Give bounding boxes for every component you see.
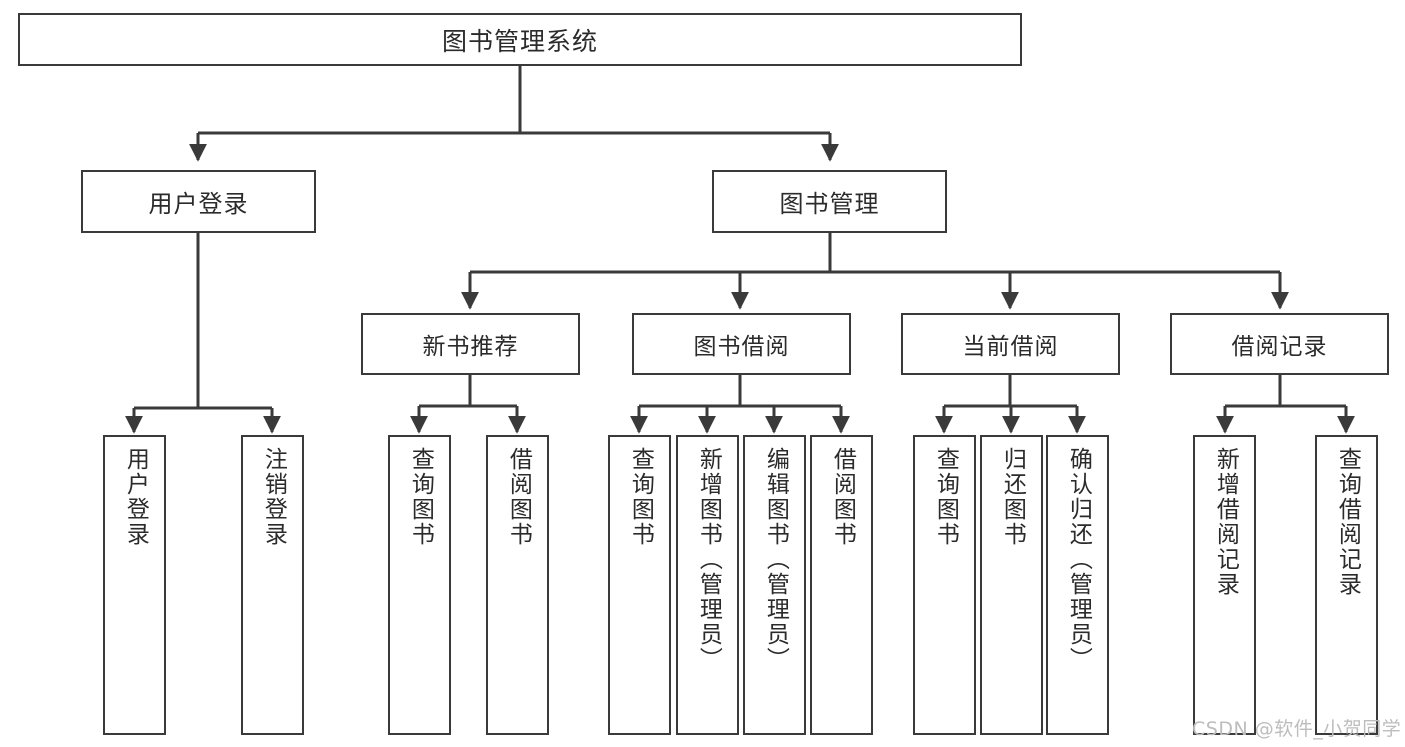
node-new-book-recommend[interactable]: 新书推荐: [361, 313, 580, 375]
node-current-borrow[interactable]: 当前借阅: [901, 313, 1120, 375]
leaf-borrow-book-label: 借阅图书: [829, 447, 856, 547]
node-user-login[interactable]: 用户登录: [81, 170, 316, 233]
leaf-query-borrow-record-label: 查询借阅记录: [1334, 447, 1361, 597]
leaf-edit-book-admin[interactable]: 编辑图书（管理员）: [743, 435, 806, 735]
leaf-return-book[interactable]: 归还图书: [980, 435, 1043, 735]
node-user-login-label: 用户登录: [148, 190, 249, 218]
node-root-label: 图书管理系统: [441, 26, 598, 56]
node-current-borrow-label: 当前借阅: [962, 334, 1059, 360]
leaf-edit-book-admin-label: 编辑图书（管理员）: [762, 447, 789, 672]
leaf-add-book-admin-label: 新增图书（管理员）: [695, 447, 722, 672]
leaf-add-borrow-record-label: 新增借阅记录: [1212, 447, 1239, 597]
node-new-book-recommend-label: 新书推荐: [422, 334, 519, 360]
node-borrow-record-label: 借阅记录: [1231, 334, 1328, 360]
leaf-query-book-borrow-label: 查询图书: [627, 447, 654, 547]
leaf-borrow-book[interactable]: 借阅图书: [810, 435, 873, 735]
node-book-management-label: 图书管理: [779, 190, 880, 218]
leaf-query-book-current-label: 查询图书: [932, 447, 959, 547]
leaf-borrow-book-recommend[interactable]: 借阅图书: [486, 435, 549, 735]
leaf-borrow-book-recommend-label: 借阅图书: [505, 447, 532, 547]
leaf-query-book-current[interactable]: 查询图书: [913, 435, 976, 735]
node-book-borrow-label: 图书借阅: [693, 334, 790, 360]
node-book-borrow[interactable]: 图书借阅: [632, 313, 851, 375]
leaf-query-book-recommend-label: 查询图书: [407, 447, 434, 547]
leaf-query-book-borrow[interactable]: 查询图书: [608, 435, 671, 735]
leaf-return-book-label: 归还图书: [999, 447, 1026, 547]
node-borrow-record[interactable]: 借阅记录: [1170, 313, 1389, 375]
leaf-query-borrow-record[interactable]: 查询借阅记录: [1315, 435, 1378, 735]
node-book-management[interactable]: 图书管理: [712, 170, 947, 233]
leaf-logout[interactable]: 注销登录: [241, 435, 304, 735]
leaf-confirm-return-admin-label: 确认归还（管理员）: [1065, 447, 1092, 672]
leaf-logout-label: 注销登录: [260, 447, 287, 547]
leaf-add-book-admin[interactable]: 新增图书（管理员）: [676, 435, 739, 735]
leaf-user-login[interactable]: 用户登录: [103, 435, 166, 735]
leaf-user-login-label: 用户登录: [122, 447, 149, 547]
leaf-query-book-recommend[interactable]: 查询图书: [388, 435, 451, 735]
leaf-confirm-return-admin[interactable]: 确认归还（管理员）: [1046, 435, 1109, 735]
leaf-add-borrow-record[interactable]: 新增借阅记录: [1193, 435, 1256, 735]
node-root[interactable]: 图书管理系统: [18, 13, 1022, 66]
